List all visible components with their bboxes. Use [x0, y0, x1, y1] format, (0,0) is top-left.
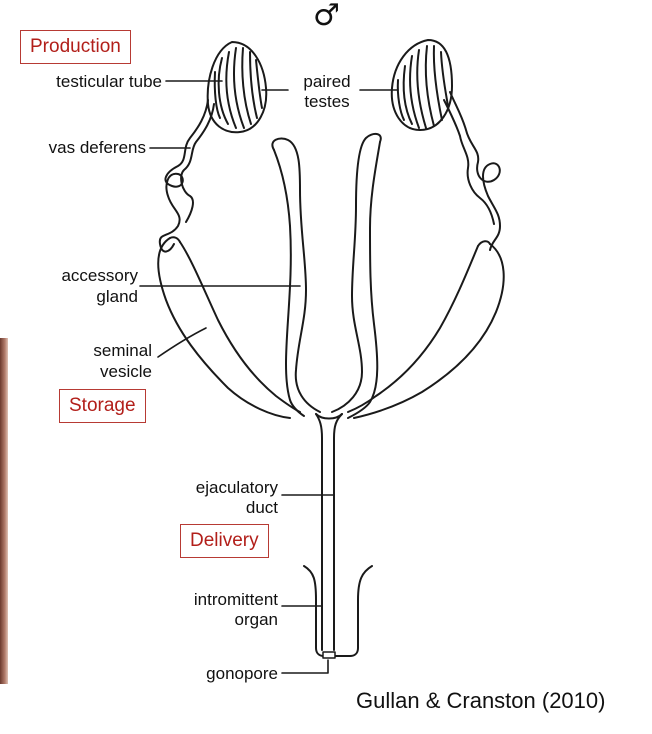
- left-accessory-gland: [271, 137, 321, 413]
- label-seminal: seminal: [93, 341, 152, 360]
- right-vas-deferens: [449, 91, 501, 251]
- label-vas-deferens: vas deferens: [48, 138, 146, 157]
- leader-gonopore: [281, 659, 329, 674]
- label-testicular-tube: testicular tube: [56, 72, 162, 91]
- label-gland: gland: [96, 287, 138, 306]
- label-testes: testes: [304, 92, 350, 111]
- intromittent-organ: [303, 565, 325, 657]
- label-gonopore: gonopore: [206, 664, 278, 683]
- left-vas-deferens: [158, 99, 209, 253]
- citation: Gullan & Cranston (2010): [356, 688, 606, 713]
- label-intromittent: intromittent: [193, 590, 278, 609]
- male-symbol: ♂: [313, 0, 340, 33]
- left-seminal-vesicle: [157, 237, 291, 419]
- right-accessory-gland: [331, 132, 382, 413]
- photo-edge-strip: [0, 338, 8, 684]
- right-seminal-vesicle: [353, 243, 505, 419]
- left-testis: [206, 41, 268, 134]
- production-box: Production: [20, 30, 131, 64]
- label-organ: organ: [234, 610, 278, 629]
- delivery-box: Delivery: [180, 524, 269, 558]
- label-paired: paired: [303, 72, 351, 91]
- label-duct: duct: [245, 498, 278, 517]
- storage-box: Storage: [59, 389, 146, 423]
- right-testis: [390, 39, 453, 131]
- leader-seminal-vesicle: [157, 327, 207, 358]
- label-vesicle: vesicle: [100, 362, 152, 381]
- label-ejaculatory: ejaculatory: [195, 478, 278, 497]
- label-accessory: accessory: [61, 266, 138, 285]
